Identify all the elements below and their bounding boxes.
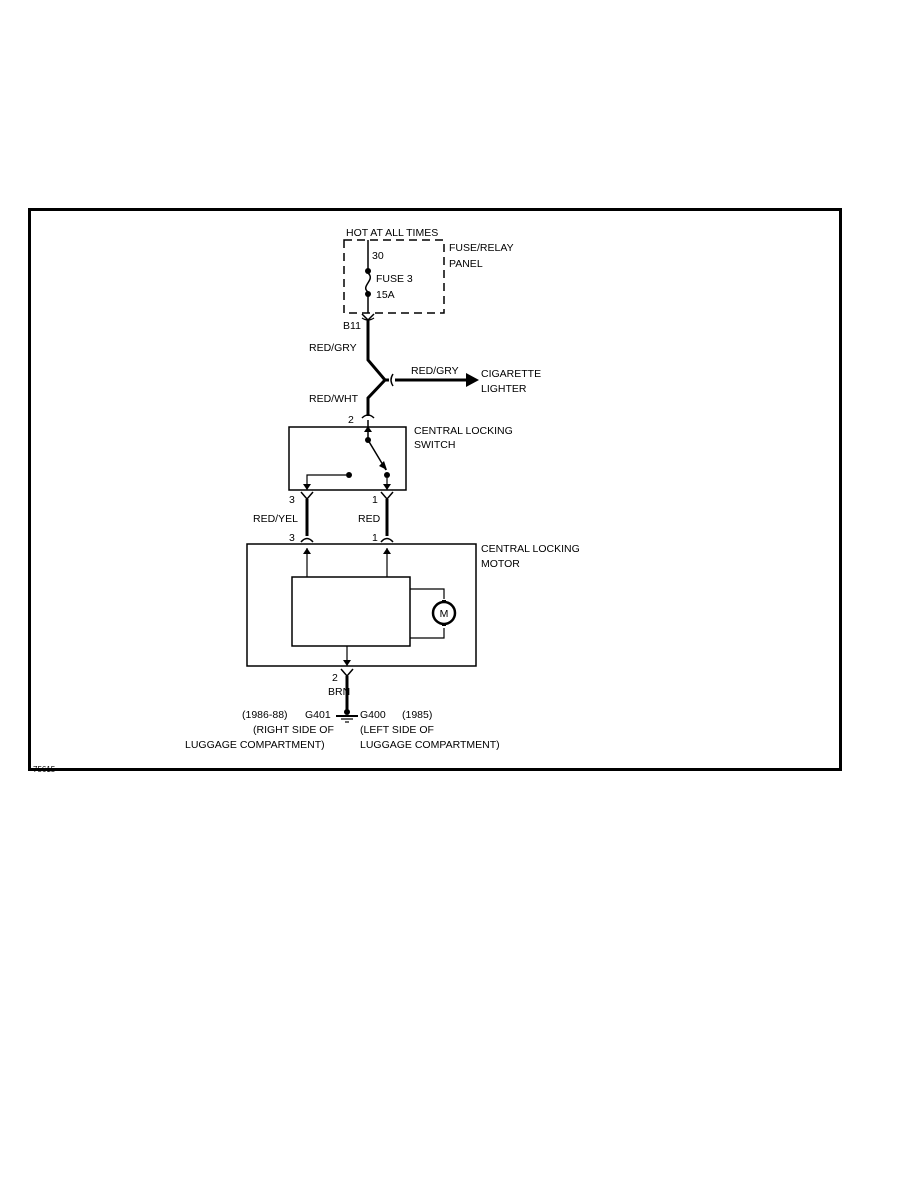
figure-id: 75615 [33,765,56,774]
motor-symbol: M [440,608,449,620]
motor-label-1: CENTRAL LOCKING [481,543,580,555]
ground-left-id: G401 [305,709,331,721]
switch-pin-2-connector [361,414,375,419]
motor-lead-left-arrow [303,548,311,554]
fuse-terminal-30: 30 [372,250,384,262]
switch-pin-2-label: 2 [348,414,354,426]
wire-label-red: RED [358,513,381,525]
motor-brush-bottom [442,623,446,626]
fuse-rating: 15A [376,289,395,301]
motor-pin-3-connector [300,537,314,543]
motor-label-2: MOTOR [481,558,520,570]
diagram-frame [28,208,842,771]
motor-pin-1-connector [380,537,394,543]
motor-pin-1-label: 1 [372,532,378,544]
ground-junction [344,709,350,715]
switch-right-arrow [383,484,391,490]
switch-blade-arrow [379,461,387,470]
motor-control-module [291,576,411,647]
lighter-label-1: CIGARETTE [481,368,541,380]
fuse-panel-label-2: PANEL [449,258,483,270]
ground-left-location-2: LUGGAGE COMPARTMENT) [185,739,325,751]
switch-contact-left [346,472,352,478]
switch-pin-3-connector [300,491,314,501]
ground-right-location-2: LUGGAGE COMPARTMENT) [360,739,500,751]
motor-brush-top [442,600,446,603]
switch-label-2: SWITCH [414,439,455,451]
motor-lead-right-arrow [383,548,391,554]
motor-lead-top [410,588,445,599]
power-source-label: HOT AT ALL TIMES [346,227,438,239]
ground-right-years: (1985) [402,709,432,721]
lighter-label-2: LIGHTER [481,383,527,395]
motor-lead-bottom [410,628,445,639]
fuse-terminal-top [365,268,371,274]
wire-label-red-gry-branch: RED/GRY [411,365,459,377]
central-locking-switch-box [288,426,407,491]
ground-right-id: G400 [360,709,386,721]
ground-right-location-1: (LEFT SIDE OF [360,724,434,736]
switch-pin-1-label: 1 [372,494,378,506]
switch-arrow-top [364,426,372,432]
motor-pin-2-label: 2 [332,672,338,684]
wire-label-red-gry-upper: RED/GRY [309,342,357,354]
switch-pin-3-label: 3 [289,494,295,506]
fuse-terminal-bottom [365,291,371,297]
switch-left-arrow [303,484,311,490]
connector-b11-label: B11 [343,320,361,332]
fuse-relay-panel-box [343,239,445,314]
fuse-symbol [365,272,371,293]
switch-pin-1-connector [380,491,394,501]
central-locking-motor-box [246,543,477,667]
motor-pin-3-label: 3 [289,532,295,544]
branch-connector [390,373,394,387]
ground-left-location-1: (RIGHT SIDE OF [253,724,334,736]
motor-pin-2-connector [340,668,354,678]
switch-left-path [306,474,346,490]
wire-label-red-wht: RED/WHT [309,393,359,405]
switch-label-1: CENTRAL LOCKING [414,425,513,437]
wire-label-red-yel: RED/YEL [253,513,298,525]
lighter-arrow-icon [466,373,479,387]
fuse-name: FUSE 3 [376,273,413,285]
ground-left-years: (1986-88) [242,709,288,721]
motor-ground-arrow [343,660,351,666]
fuse-panel-label-1: FUSE/RELAY [449,242,514,254]
switch-contact-right [384,472,390,478]
wire-label-brn: BRN [328,686,350,698]
main-feed-wire [366,320,388,416]
